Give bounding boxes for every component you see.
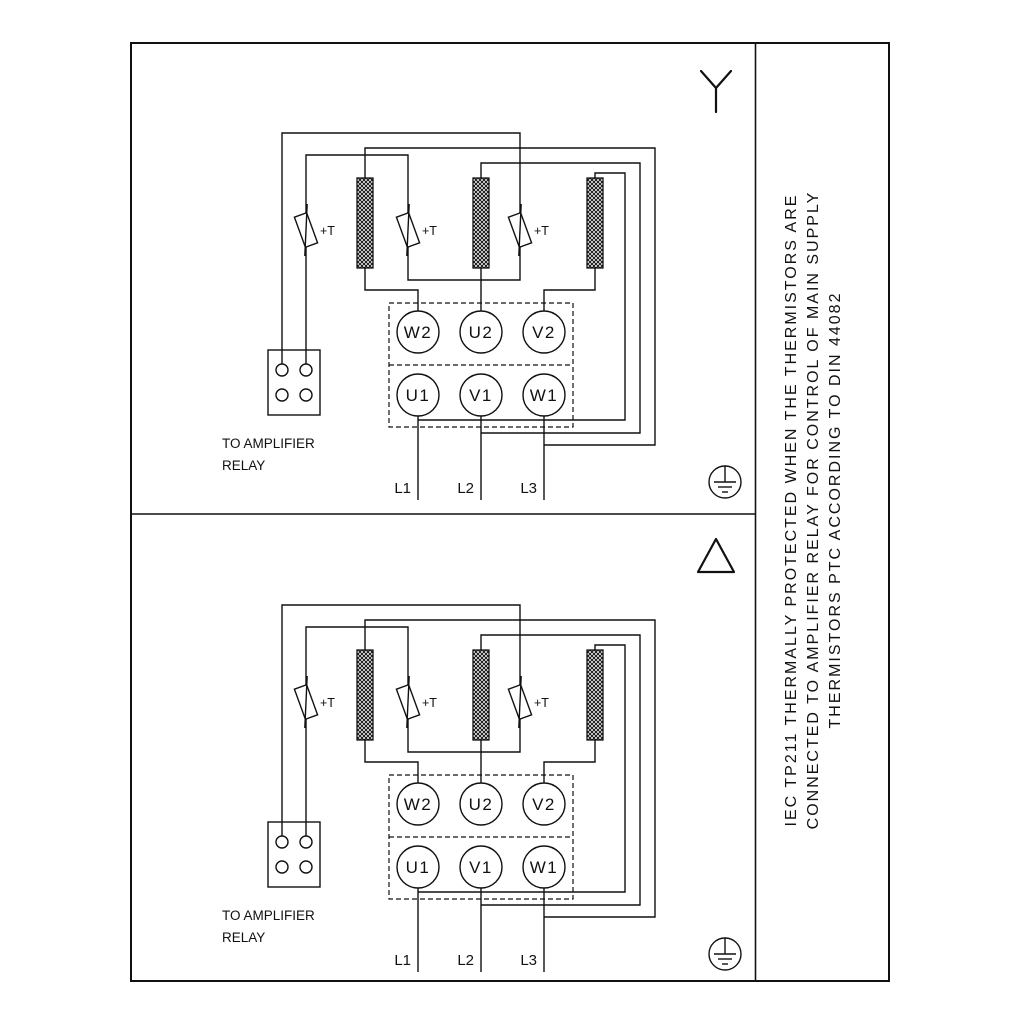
amplifier-note-line1: TO AMPLIFIER <box>222 436 315 451</box>
panel-delta-wiring <box>267 604 742 973</box>
thermistor-label-1: +T <box>320 696 335 710</box>
thermistor-label-3: +T <box>534 224 549 238</box>
side-note-line-3: THERMISTORS PTC ACCORDING TO DIN 44082 <box>827 292 844 729</box>
terminal-label-V2: V2 <box>532 323 556 342</box>
panel-star-wiring <box>267 132 742 501</box>
outer-frame <box>130 42 890 982</box>
amplifier-note-line2: RELAY <box>222 458 265 473</box>
star-symbol-icon <box>699 69 733 114</box>
mains-label-L1: L1 <box>394 480 411 497</box>
panel-star: W2 U2 V2 U1 V1 W1 +T +T +T TO AMPLIFIER … <box>222 69 742 501</box>
panel-delta: W2 U2 V2 U1 V1 W1 +T +T +T TO AMPLIFIER … <box>222 537 742 973</box>
amplifier-note-line2: RELAY <box>222 930 265 945</box>
terminal-label-V1: V1 <box>469 858 493 877</box>
terminal-label-W2: W2 <box>404 323 433 342</box>
terminal-label-U1: U1 <box>406 858 431 877</box>
terminal-label-W1: W1 <box>530 858 559 877</box>
side-note-line-2: CONNECTED TO AMPLIFIER RELAY FOR CONTROL… <box>805 191 822 830</box>
terminal-label-V2: V2 <box>532 795 556 814</box>
side-note-line-1: IEC TP211 THERMALLY PROTECTED WHEN THE T… <box>783 194 800 827</box>
mains-label-L2: L2 <box>457 480 474 497</box>
amplifier-note-line1: TO AMPLIFIER <box>222 908 315 923</box>
terminal-label-W1: W1 <box>530 386 559 405</box>
terminal-label-U1: U1 <box>406 386 431 405</box>
terminal-label-W2: W2 <box>404 795 433 814</box>
side-note: IEC TP211 THERMALLY PROTECTED WHEN THE T… <box>783 191 844 830</box>
mains-label-L2: L2 <box>457 952 474 969</box>
terminal-label-V1: V1 <box>469 386 493 405</box>
delta-symbol-icon <box>696 537 736 574</box>
thermistor-label-3: +T <box>534 696 549 710</box>
thermistor-label-2: +T <box>422 224 437 238</box>
terminal-label-U2: U2 <box>469 323 494 342</box>
terminal-label-U2: U2 <box>469 795 494 814</box>
thermistor-label-2: +T <box>422 696 437 710</box>
mains-label-L1: L1 <box>394 952 411 969</box>
thermistor-label-1: +T <box>320 224 335 238</box>
mains-label-L3: L3 <box>520 952 537 969</box>
mains-label-L3: L3 <box>520 480 537 497</box>
